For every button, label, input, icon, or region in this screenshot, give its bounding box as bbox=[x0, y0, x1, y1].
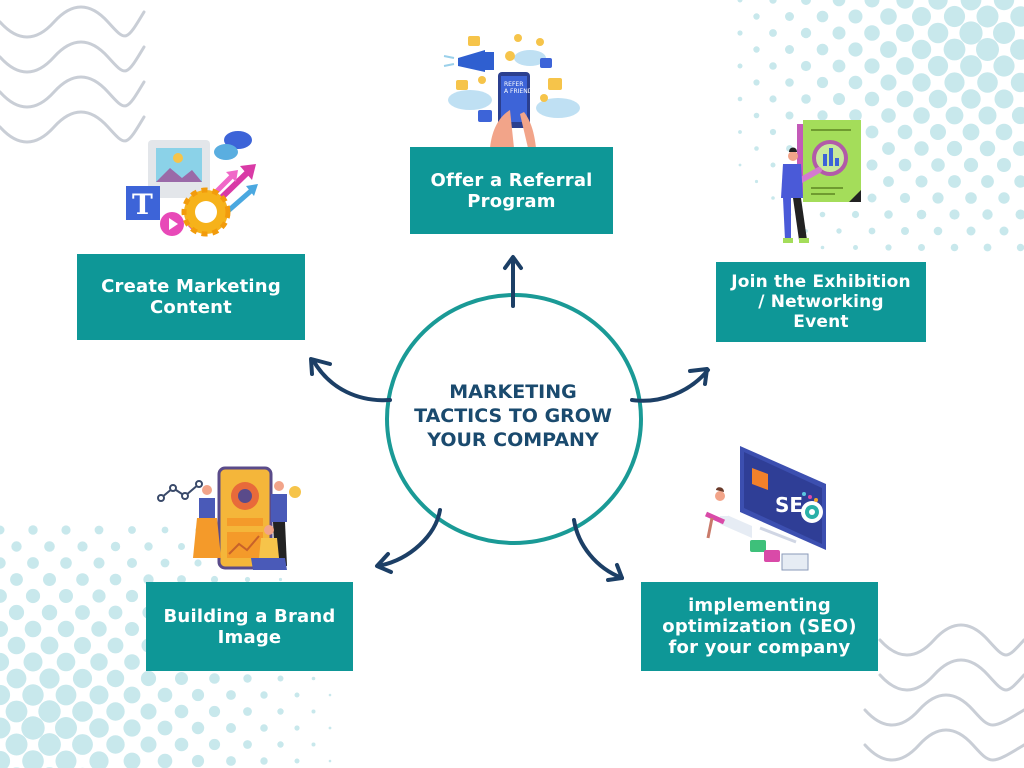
team-mobile-analytics-icon bbox=[157, 466, 301, 570]
arrow-to-referral bbox=[503, 255, 523, 308]
person-magnifier-report-icon bbox=[781, 120, 861, 243]
svg-text:SE: SE bbox=[775, 493, 803, 517]
tactic-box-content: Create Marketing Content bbox=[77, 254, 305, 340]
svg-text:A FRIEND: A FRIEND bbox=[504, 88, 533, 95]
phone-megaphone-refer-a-friend-icon: REFER A FRIEND bbox=[443, 34, 580, 148]
tactic-box-referral: Offer a Referral Program bbox=[410, 147, 613, 234]
tactic-box-exhibition: Join the Exhibition / Networking Event bbox=[716, 262, 926, 342]
tactic-box-seo: implementing optimization (SEO) for your… bbox=[641, 582, 878, 671]
arrow-to-brand bbox=[375, 508, 442, 574]
arrow-to-exhibition bbox=[630, 367, 710, 403]
content-media-gear-arrows-icon: T bbox=[126, 131, 258, 237]
tactic-box-brand: Building a Brand Image bbox=[146, 582, 353, 671]
diagram-title: MARKETING TACTICS TO GROW YOUR COMPANY bbox=[414, 381, 612, 451]
arrow-to-content bbox=[309, 357, 392, 403]
svg-text:REFER: REFER bbox=[504, 81, 523, 88]
seo-monitor-target-icon: SE bbox=[704, 446, 826, 571]
wave-pattern-top-left bbox=[0, 5, 146, 144]
svg-text:T: T bbox=[132, 188, 153, 221]
arrow-to-seo bbox=[572, 518, 624, 582]
wave-pattern-bottom-right bbox=[863, 623, 1024, 762]
